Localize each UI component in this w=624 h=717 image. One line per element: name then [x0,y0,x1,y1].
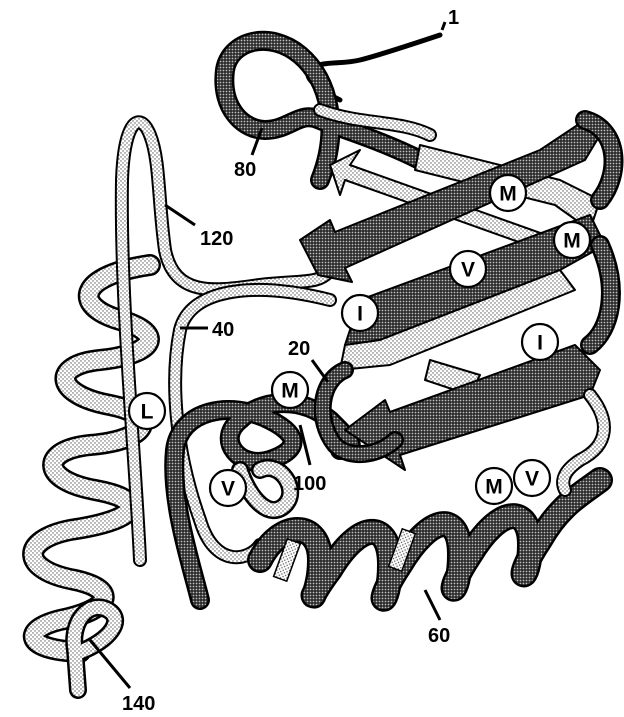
label-60: 60 [428,625,450,647]
residue-m-right: M [554,222,590,258]
svg-text:V: V [221,478,235,501]
residue-v-upper: V [450,251,486,287]
residue-v-bottom: V [514,460,550,496]
residue-i-left: I [342,295,378,331]
leader-60 [425,590,440,620]
label-140: 140 [122,693,155,715]
residue-i-right: I [522,324,558,360]
svg-text:V: V [461,259,475,282]
residue-m-center: M [272,372,308,408]
svg-text:I: I [357,303,363,326]
label-40: 40 [212,319,234,341]
loop-v-lower [240,468,290,510]
label-20: 20 [288,338,310,360]
leader-140 [90,640,130,688]
residue-m-top: M [490,175,526,211]
svg-text:M: M [563,230,581,253]
svg-text:M: M [499,183,517,206]
leader-1 [442,22,445,30]
svg-text:M: M [485,476,503,499]
svg-text:I: I [537,332,543,355]
residue-v-lower: V [210,470,246,506]
label-80: 80 [234,159,256,181]
leader-20 [312,360,328,382]
svg-text:M: M [281,380,299,403]
residue-l-left: L [129,393,165,429]
label-100: 100 [293,473,326,495]
central-helix [260,480,600,599]
leader-120 [165,205,195,225]
label-1: 1 [448,7,459,29]
loop-80 [224,35,440,180]
svg-text:L: L [141,401,154,424]
residue-m-bottom: M [476,468,512,504]
svg-text:V: V [525,468,539,491]
label-120: 120 [200,228,233,250]
